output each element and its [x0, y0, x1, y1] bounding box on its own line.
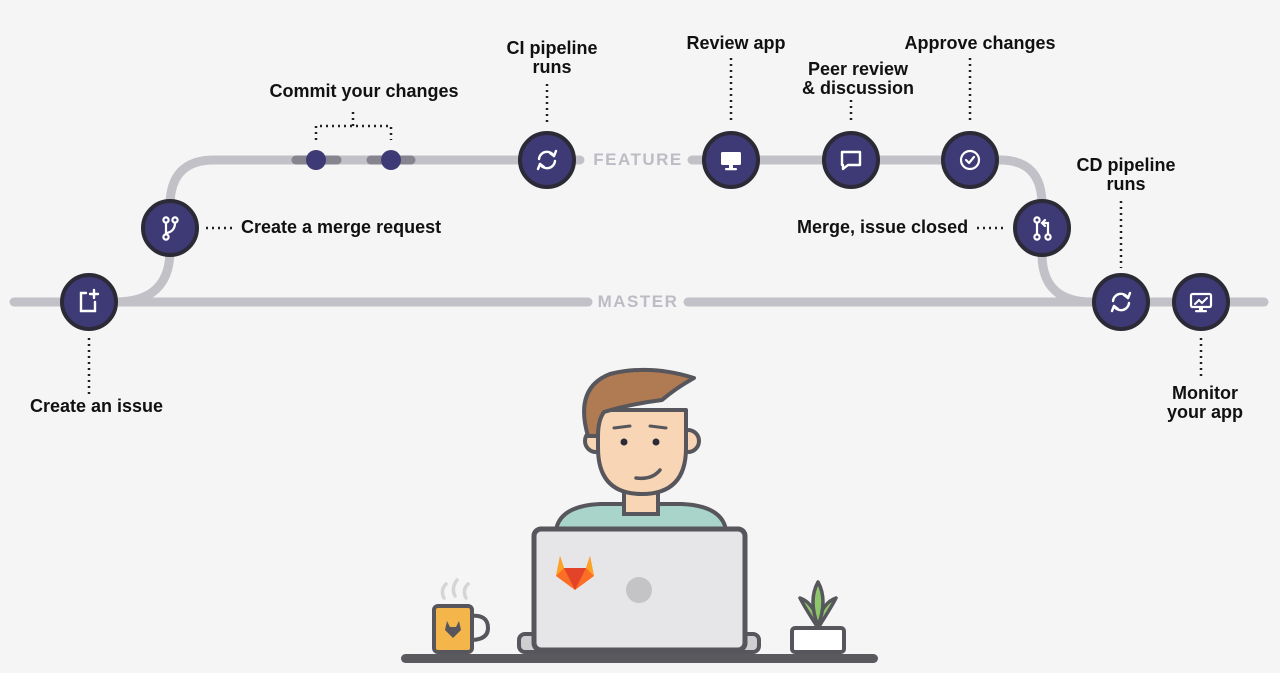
step-label-review-app: Review app [686, 33, 786, 53]
comment-icon [840, 150, 862, 171]
step-label-cd-pipeline: CD pipeline runs [1076, 155, 1176, 194]
laptop [517, 526, 761, 654]
gitlab-logo [556, 556, 594, 590]
step-label-commit-changes: Commit your changes [269, 81, 459, 101]
step-label-merge-issue-closed: Merge, issue closed [797, 217, 969, 237]
person-head [582, 367, 701, 496]
step-label-create-issue: Create an issue [30, 396, 164, 416]
commit-marks [291, 150, 416, 170]
node-merge-issue-closed [1013, 199, 1071, 257]
step-label-ci-pipeline: CI pipeline runs [506, 38, 598, 77]
node-approve-changes [941, 131, 999, 189]
coffee-mug [432, 578, 491, 654]
desk [401, 654, 878, 663]
step-label-monitor-app: Monitor your app [1166, 383, 1244, 422]
monitor-icon [721, 152, 741, 171]
step-label-approve-changes: Approve changes [904, 33, 1056, 53]
check-circle-icon [959, 149, 981, 171]
branch-icon [162, 216, 179, 241]
monitor-chart-icon [1189, 292, 1213, 313]
pipeline-refresh-icon [1110, 291, 1132, 313]
merge-request-icon [1033, 216, 1052, 241]
plant-pot [790, 580, 846, 654]
node-ci-pipeline [518, 131, 576, 189]
connector-lines [87, 58, 1203, 394]
issue-new-icon [79, 288, 100, 313]
node-create-merge-request [141, 199, 199, 257]
node-create-issue [60, 273, 118, 331]
node-peer-review [822, 131, 880, 189]
commit-dot [306, 150, 326, 170]
commit-dot [381, 150, 401, 170]
master-track-label: MASTER [597, 292, 679, 311]
node-monitor-app [1172, 273, 1230, 331]
node-review-app [702, 131, 760, 189]
feature-track-label: FEATURE [593, 150, 683, 169]
step-label-peer-review: Peer review & discussion [801, 59, 915, 98]
node-cd-pipeline [1092, 273, 1150, 331]
step-label-create-merge-request: Create a merge request [241, 217, 442, 237]
pipeline-refresh-icon [536, 149, 558, 171]
developer-illustration [401, 367, 878, 663]
